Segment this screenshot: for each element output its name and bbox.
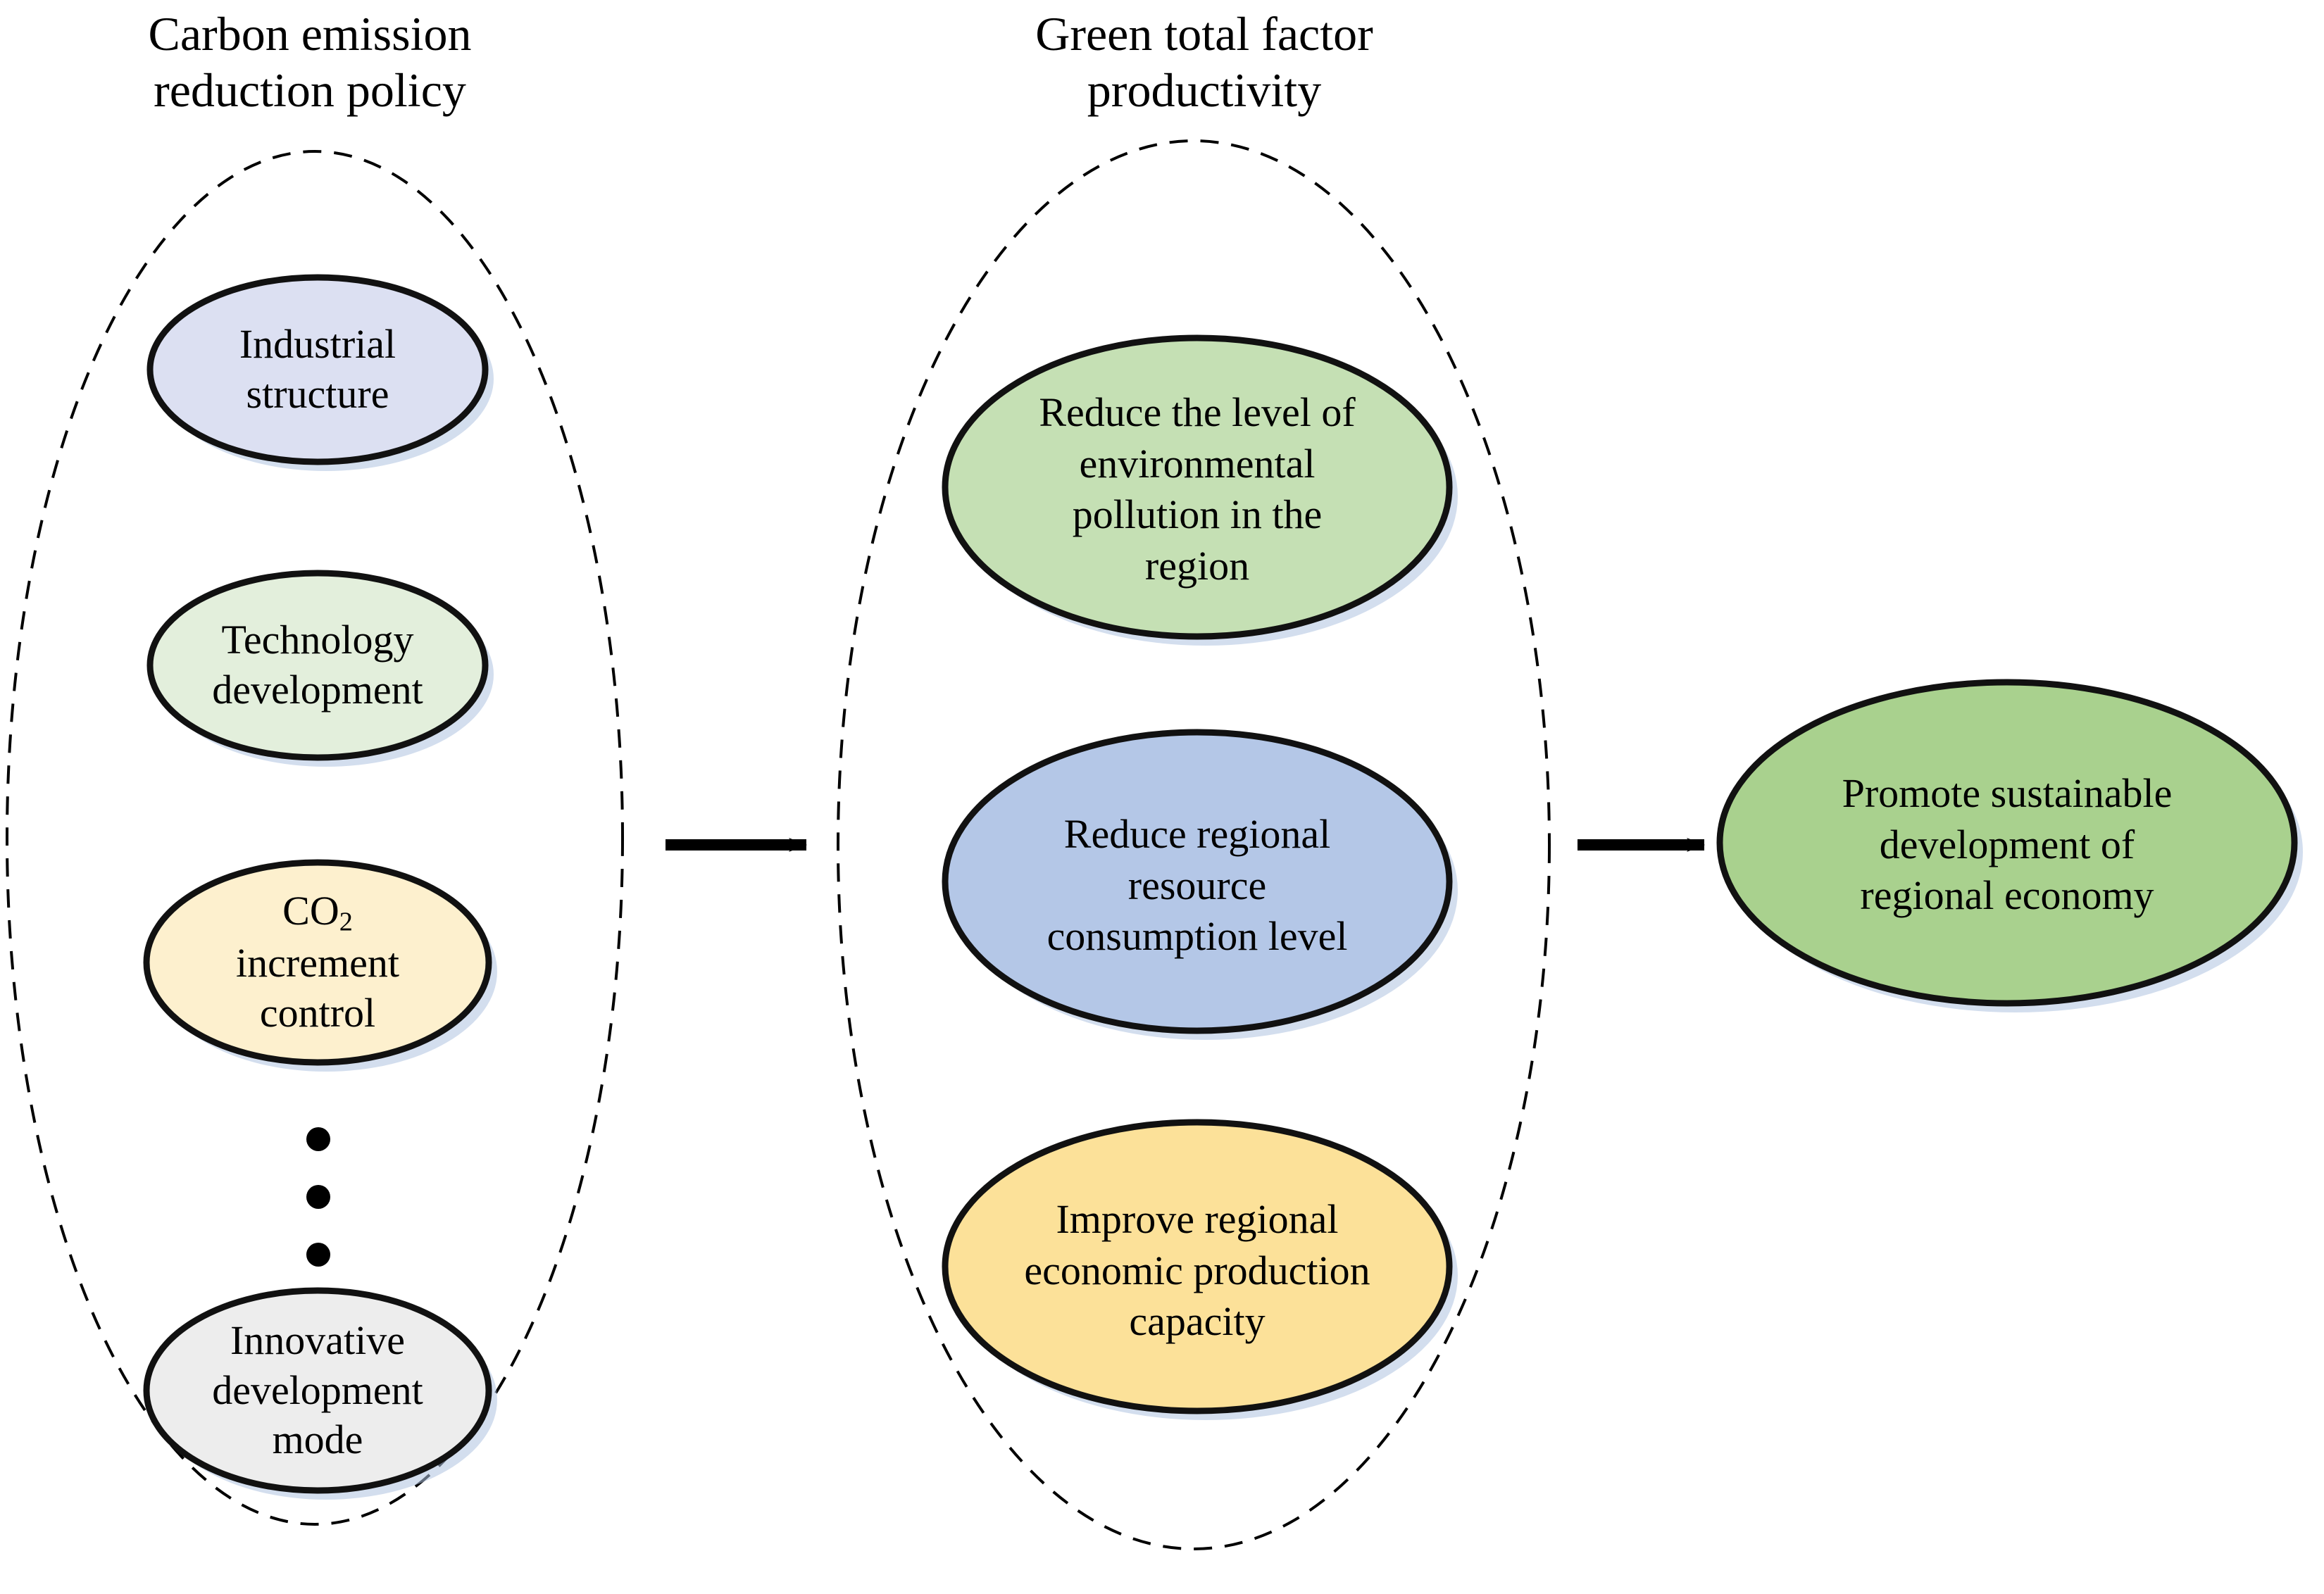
group-ellipse-carbon-emission-reduction-policy [6,150,624,1526]
node-ellipse-innovative-development-mode[interactable] [143,1287,492,1494]
node-ellipse-industrial-structure[interactable] [146,274,489,465]
node-ellipse-reduce-resource-consumption[interactable] [942,729,1453,1034]
node-ellipse-reduce-environmental-pollution[interactable] [942,334,1453,640]
group-ellipse-green-total-factor-productivity [837,139,1551,1550]
column-title-green-total-factor-productivity: Green total factor productivity [1035,7,1373,118]
ellipsis-dot-2 [306,1185,330,1209]
node-ellipse-promote-sustainable-development[interactable] [1716,679,2298,1007]
node-ellipse-co2-increment-control[interactable] [143,859,492,1066]
ellipsis-dot-3 [306,1243,330,1267]
column-title-carbon-emission-reduction-policy: Carbon emission reduction policy [148,7,472,118]
node-ellipse-technology-development[interactable] [146,570,489,761]
ellipsis-dot-1 [306,1127,330,1151]
node-ellipse-improve-production-capacity[interactable] [942,1119,1453,1414]
